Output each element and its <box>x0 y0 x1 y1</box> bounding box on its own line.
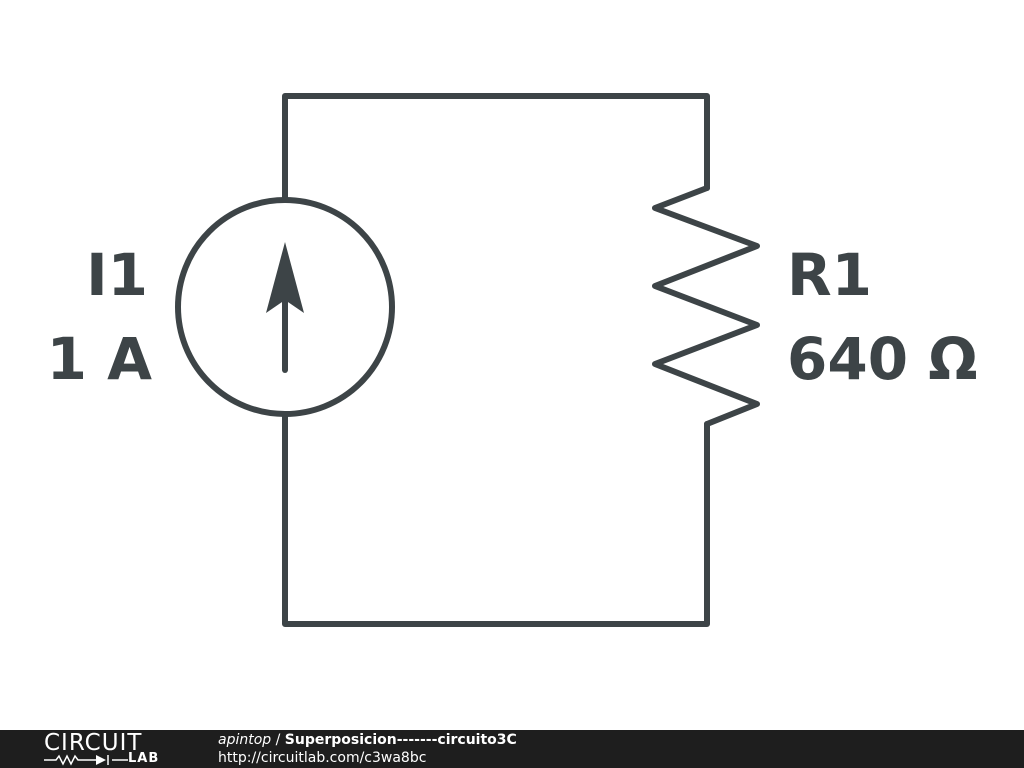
credit-separator: / <box>271 732 285 748</box>
current-source-value: 1 A <box>46 325 152 393</box>
schematic-canvas <box>175 93 760 627</box>
circuit-url-link[interactable]: http://circuitlab.com/c3wa8bc <box>218 750 427 766</box>
circuit-title-link[interactable]: Superposicion-------circuito3C <box>284 732 517 748</box>
author-link[interactable]: apintop <box>218 732 272 748</box>
current-source-arrow-up-icon <box>266 242 304 313</box>
footer-bar: CIRCUIT LAB apintop / Superposicion-----… <box>0 730 1024 768</box>
current-source-name: I1 <box>86 241 148 309</box>
credit-line: apintop / Superposicion-------circuito3C <box>218 733 517 747</box>
wire-right-bottom <box>282 411 710 627</box>
schematic-svg <box>175 93 760 627</box>
resistor-name: R1 <box>787 241 873 309</box>
resistor-value: 640 Ω <box>787 325 978 393</box>
logo-resistor-diode-icon <box>44 754 128 766</box>
logo-word: CIRCUIT <box>44 730 143 756</box>
zigzag-resistor-icon <box>652 185 760 427</box>
current-source-circle <box>175 197 395 417</box>
circuitlab-logo[interactable]: CIRCUIT LAB <box>44 732 174 766</box>
wire-left-top <box>282 93 710 203</box>
logo-sub: LAB <box>128 751 160 766</box>
